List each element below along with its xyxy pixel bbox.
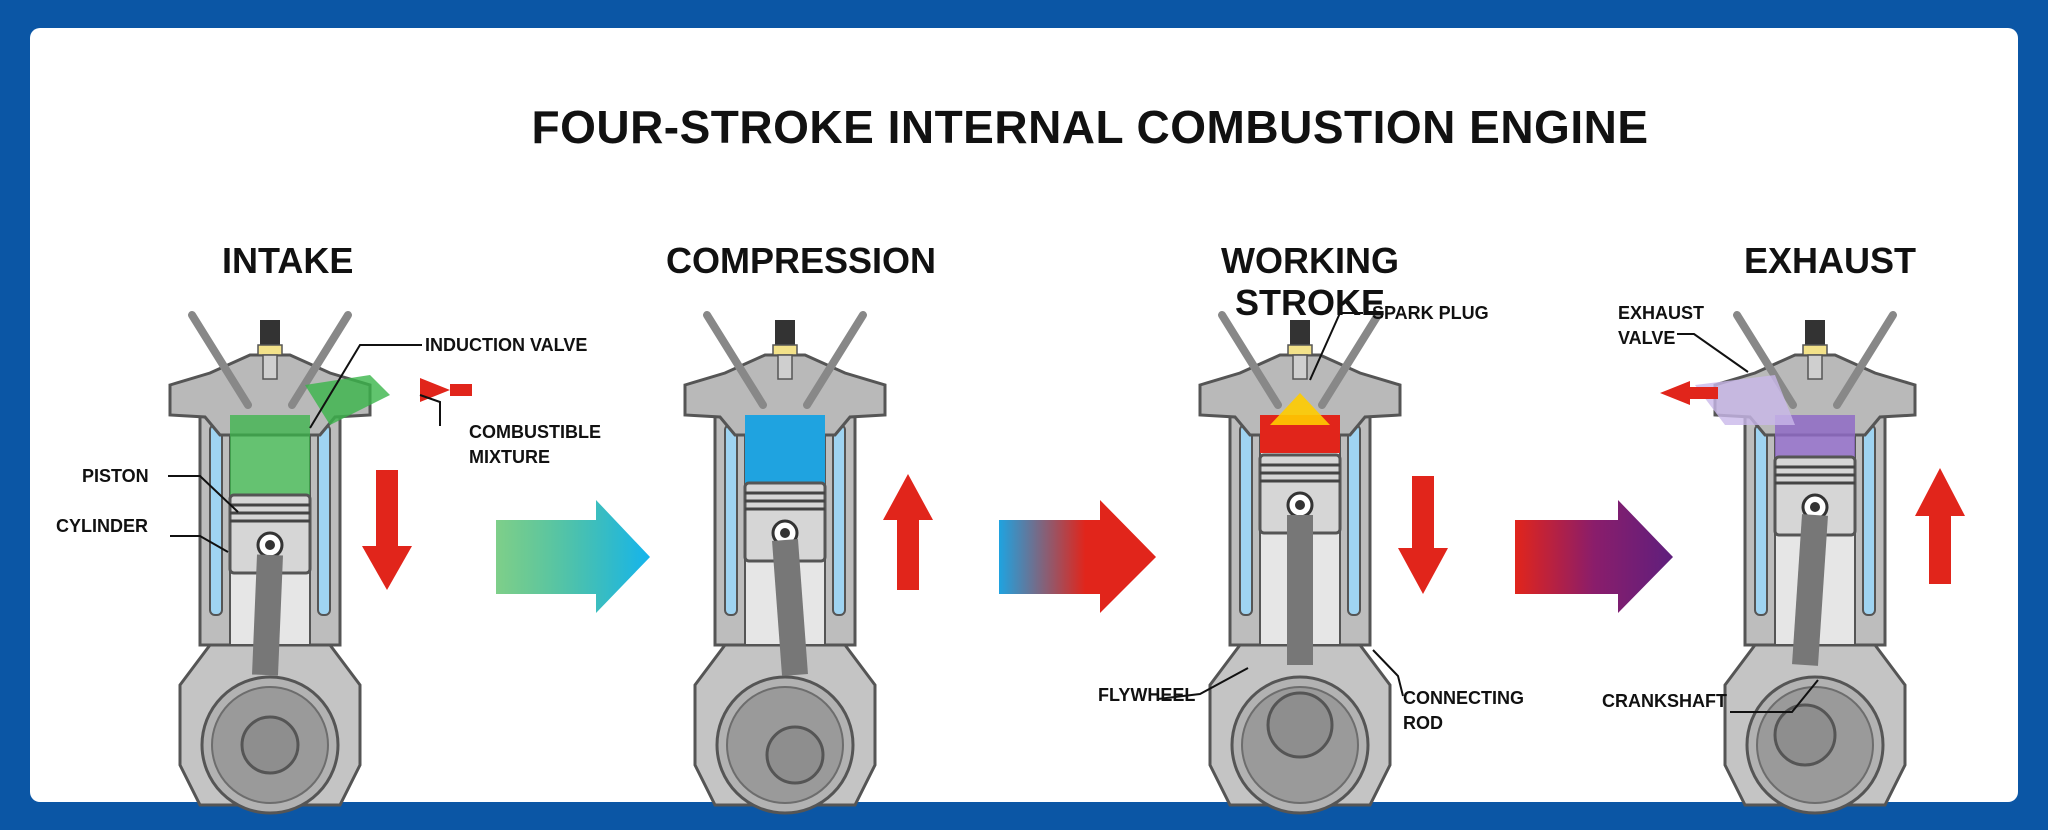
label-exhaust-valve-line1: EXHAUST	[1618, 303, 1705, 323]
working-stroke-engine	[1200, 315, 1400, 813]
label-crankshaft: CRANKSHAFT	[1602, 691, 1727, 711]
label-connecting-rod-line2: ROD	[1403, 713, 1443, 733]
exhaust-gas	[1775, 415, 1855, 457]
transition-arrow-1	[496, 500, 650, 613]
stage-title-intake: INTAKE	[222, 240, 354, 281]
working-piston-arrow	[1398, 476, 1448, 594]
intake-flow-arrow	[420, 378, 450, 402]
compression-piston-arrow	[883, 474, 933, 590]
exhaust-piston-arrow	[1915, 468, 1965, 584]
exhaust-engine	[1695, 315, 1915, 813]
intake-gas	[230, 415, 310, 495]
leader-lines	[168, 312, 1819, 713]
label-combustible-mixture-line2: MIXTURE	[469, 447, 550, 467]
label-connecting-rod-line1: CONNECTING	[1403, 688, 1524, 708]
compression-gas	[745, 415, 825, 483]
transition-arrow-3	[1515, 500, 1673, 613]
label-spark-plug: SPARK PLUG	[1372, 303, 1489, 323]
label-induction-valve: INDUCTION VALVE	[425, 335, 588, 355]
stage-title-exhaust: EXHAUST	[1743, 240, 1917, 281]
stage-title-compression: COMPRESSION	[666, 240, 937, 281]
exhaust-flow-arrow	[1660, 381, 1718, 405]
intake-engine	[170, 315, 390, 813]
stage-title-working-stroke: WORKING STROKE	[1221, 240, 1399, 323]
page-title: FOUR-STROKE INTERNAL COMBUSTION ENGINE	[531, 101, 1649, 153]
label-piston: PISTON	[82, 466, 149, 486]
transition-arrow-2	[999, 500, 1156, 613]
label-flywheel: FLYWHEEL	[1098, 685, 1196, 705]
label-cylinder: CYLINDER	[56, 516, 149, 536]
compression-engine	[685, 315, 885, 813]
intake-piston-arrow	[362, 470, 412, 590]
label-exhaust-valve-line2: VALVE	[1618, 328, 1676, 348]
label-combustible-mixture-line1: COMBUSTIBLE	[469, 422, 601, 442]
